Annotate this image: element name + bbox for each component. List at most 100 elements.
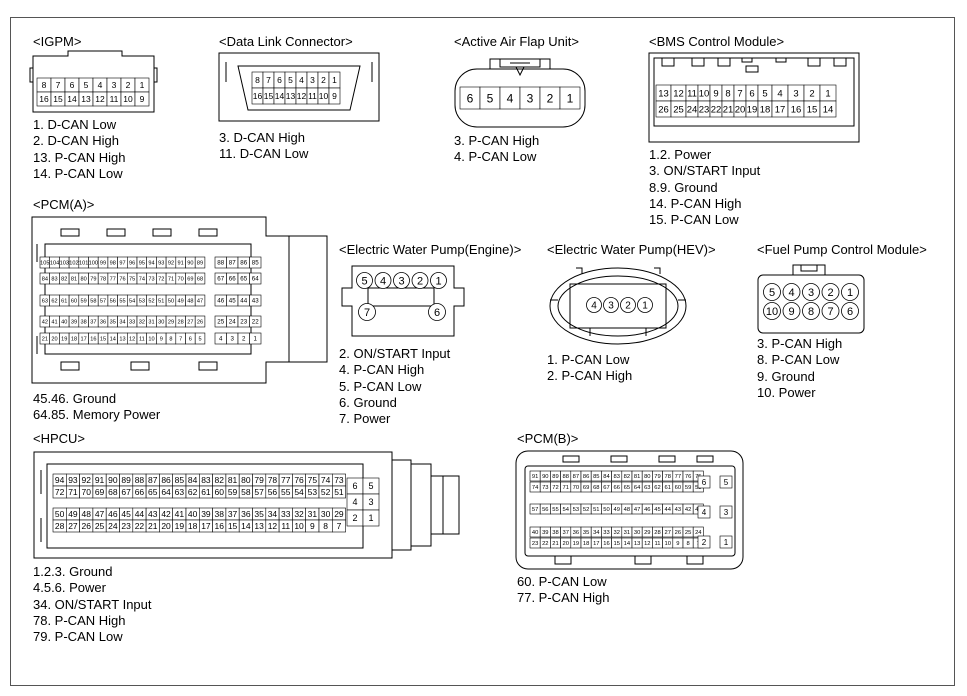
pin-number: 11 <box>687 88 697 99</box>
pin-number: 2 <box>242 336 246 343</box>
pin-description: 4.5.6. Power <box>33 580 106 596</box>
pin-cell: 1 <box>819 84 837 102</box>
pin-cell: 6 <box>346 477 364 495</box>
pin-cell: 33 <box>601 526 612 538</box>
pin-cell: 84 <box>185 473 200 487</box>
pin-number: 7 <box>266 75 271 85</box>
pin-cell: 102 <box>68 256 80 269</box>
pin-cell: 7 <box>262 71 275 89</box>
pin-cell: 70 <box>175 272 186 285</box>
bms-title: <BMS Control Module> <box>649 34 785 49</box>
pin-cell: 57 <box>529 503 541 515</box>
pin-cell: 5 <box>78 77 94 93</box>
pin-number: 77 <box>675 474 681 480</box>
pin-cell: 13 <box>631 537 643 549</box>
pin-number: 9 <box>332 91 337 101</box>
pin-cell: 1 <box>637 297 653 313</box>
pin-number: 60 <box>71 299 77 305</box>
pin-number: 40 <box>188 509 198 519</box>
pin-cell: 74 <box>318 473 333 487</box>
pin-number: 11 <box>139 337 145 343</box>
pin-number: 7 <box>364 307 370 319</box>
pin-cell: 43 <box>145 507 160 521</box>
pin-description: 2. ON/START Input <box>339 346 451 361</box>
pin-number: 63 <box>644 485 650 491</box>
pin-number: 28 <box>654 530 660 536</box>
pin-cell: 53 <box>136 294 147 307</box>
ewp-hev-pin-list: 1. P-CAN Low 2. P-CAN High <box>547 352 632 385</box>
pin-number: 81 <box>71 277 77 283</box>
pin-number: 1 <box>332 75 337 85</box>
pin-cell: 4 <box>92 77 108 93</box>
pin-number: 1 <box>368 513 373 523</box>
pin-number: 70 <box>178 277 184 283</box>
pin-number: 25 <box>217 319 224 326</box>
pin-cell: 14 <box>621 537 633 549</box>
pin-number: 74 <box>139 277 145 283</box>
pin-number: 9 <box>713 88 718 99</box>
pin-number: 9 <box>140 94 145 104</box>
fpcm-title: <Fuel Pump Control Module> <box>757 242 927 257</box>
pin-cell: 8 <box>318 519 333 533</box>
pin-cell: 31 <box>305 507 320 521</box>
pin-cell: 19 <box>570 537 582 549</box>
pin-number: 53 <box>308 487 318 497</box>
pin-number: 18 <box>583 541 589 547</box>
pin-cell: 5 <box>763 283 781 301</box>
pin-number: 4 <box>98 80 103 90</box>
pin-number: 22 <box>711 104 722 115</box>
pin-number: 62 <box>188 487 198 497</box>
pin-cell: 35 <box>107 315 118 328</box>
pin-number: 10 <box>766 306 778 318</box>
aafu-title: <Active Air Flap Unit> <box>454 34 579 49</box>
pin-cell: 91 <box>175 256 186 269</box>
pin-description: 4. P-CAN Low <box>454 149 537 165</box>
pin-cell: 18 <box>580 537 592 549</box>
pin-cell: 41 <box>172 507 187 521</box>
pin-number: 86 <box>583 474 589 480</box>
pin-number: 4 <box>507 91 514 105</box>
pin-cell: 31 <box>146 315 157 328</box>
pin-cell: 10 <box>120 91 136 107</box>
pin-cell: 32 <box>611 526 623 538</box>
pin-cell: 5 <box>479 86 501 110</box>
pin-cell: 6 <box>428 303 446 321</box>
pin-cell: 73 <box>331 473 346 487</box>
pin-cell: 14 <box>273 87 286 105</box>
pin-cell: 28 <box>52 519 67 533</box>
pin-cell: 2 <box>697 535 711 549</box>
pin-cell: 21 <box>550 537 561 549</box>
pin-cell: 65 <box>621 481 633 493</box>
pin-number: 90 <box>187 261 193 267</box>
pin-cell: 6 <box>185 332 196 345</box>
pin-number: 16 <box>603 541 609 547</box>
pin-cell: 18 <box>185 519 200 533</box>
pin-cell: 5 <box>719 475 733 489</box>
pin-cell: 19 <box>745 100 759 118</box>
pcma-title: <PCM(A)> <box>33 197 95 212</box>
pin-cell: 26 <box>672 526 684 538</box>
pin-number: 76 <box>685 474 691 480</box>
pin-number: 57 <box>254 487 264 497</box>
pin-cell: 35 <box>580 526 592 538</box>
pin-number: 53 <box>139 299 145 305</box>
pin-number: 78 <box>100 277 106 283</box>
pin-cell: 13 <box>252 519 267 533</box>
pin-number: 36 <box>573 530 579 536</box>
pin-number: 39 <box>201 509 211 519</box>
pin-number: 29 <box>168 320 174 326</box>
pin-number: 48 <box>624 507 630 513</box>
pin-cell: 36 <box>570 526 582 538</box>
pin-description: 60. P-CAN Low <box>517 574 607 589</box>
pin-number: 50 <box>603 507 609 513</box>
pin-cell: 83 <box>611 470 623 482</box>
pin-number: 1 <box>140 80 145 90</box>
pin-number: 87 <box>573 474 579 480</box>
pin-cell: 98 <box>107 256 118 269</box>
pin-cell: 18 <box>68 332 80 345</box>
pin-number: 86 <box>240 260 247 267</box>
pin-number: 15 <box>264 91 274 101</box>
